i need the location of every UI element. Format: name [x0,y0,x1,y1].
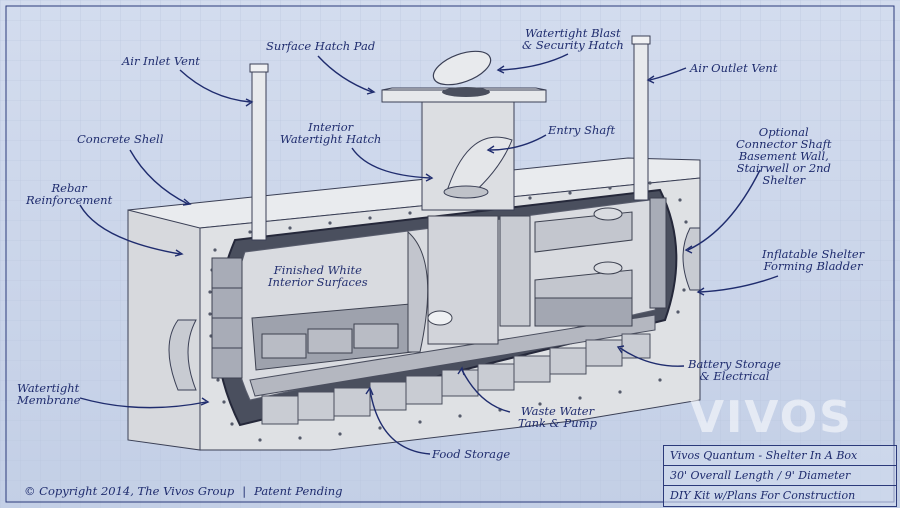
interior-hatch [447,136,513,197]
bunk-beds [534,207,633,327]
label-membrane-line2: Membrane [17,393,81,407]
label-air-outlet-vent: Air Outlet Vent [690,61,778,75]
title-block: Vivos Quantum - Shelter In A Box 30' Ove… [663,445,897,507]
label-connector-shaft: Optional Connector Shaft Basement Wall, … [736,126,832,186]
title-block-row2: 30' Overall Length / 9' Diameter [664,466,896,486]
label-bladder-line1: Inflatable Shelter [762,247,865,261]
label-rebar: Rebar Reinforcement [26,182,112,206]
label-entry-shaft: Entry Shaft [548,123,616,137]
label-finished-line1: Finished White [273,263,362,277]
label-waste-water: Waste Water Tank & Pump [518,405,597,429]
title-block-row1: Vivos Quantum - Shelter In A Box [664,446,896,466]
label-battery-line1: Battery Storage [688,357,781,371]
air-inlet-pipe [251,67,267,241]
leader-arrows [79,53,779,455]
footer-separator: | [242,484,247,498]
label-battery-line2: & Electrical [699,369,770,383]
label-connector-line2: Connector Shaft [736,137,832,151]
copyright-text: © Copyright 2014, The Vivos Group [24,484,235,498]
floor [249,314,656,397]
toilet [427,310,453,326]
air-outlet-pipe [633,39,649,201]
sofa [251,303,413,371]
patent-text: Patent Pending [254,484,343,498]
label-interior-hatch: Interior Watertight Hatch [280,121,381,145]
label-connector-line3: Basement Wall, [738,149,829,163]
label-surface-hatch-pad: Surface Hatch Pad [266,39,376,53]
left-connector-opening [168,319,197,391]
hatch-ring [443,185,489,199]
label-connector-line1: Optional [758,125,809,139]
label-concrete-shell: Concrete Shell [77,132,164,146]
label-interior-hatch-line2: Watertight Hatch [280,132,382,146]
air-outlet-cap [631,35,651,45]
label-connector-line5: Shelter [762,173,806,187]
label-watertight-membrane: Watertight Membrane [17,382,80,406]
label-waste-line2: Tank & Pump [518,416,597,430]
label-finished-line2: Interior Surfaces [268,275,368,289]
label-interior-hatch-line1: Interior [308,120,354,134]
label-bladder-line2: Forming Bladder [763,259,863,273]
label-finished-interior: Finished White Interior Surfaces [268,264,368,288]
vivos-watermark: VIVOS [690,392,853,443]
label-air-inlet-vent: Air Inlet Vent [122,54,200,68]
left-shelving [211,257,243,379]
label-food-storage: Food Storage [432,447,511,461]
label-blast-hatch-line2: & Security Hatch [522,38,624,52]
label-blast-hatch: Watertight Blast & Security Hatch [522,27,624,51]
storage-compartments [261,333,651,425]
shower-stall [499,215,531,327]
label-connector-line4: Stairwell or 2nd [736,161,831,175]
right-connector-opening [682,227,701,291]
label-waste-line1: Waste Water [520,404,595,418]
label-membrane-line1: Watertight [17,381,80,395]
label-rebar-line2: Reinforcement [26,193,113,207]
title-block-row3: DIY Kit w/Plans For Construction [670,489,856,502]
label-blast-hatch-line1: Watertight Blast [525,26,621,40]
air-inlet-cap [249,63,269,73]
footer: © Copyright 2014, The Vivos Group | Patent… [24,484,343,498]
label-inflatable-bladder: Inflatable Shelter Forming Bladder [762,248,864,272]
blast-hatch-lid [432,50,492,86]
right-shelving [649,197,667,309]
label-rebar-line1: Rebar [51,181,87,195]
label-battery-storage: Battery Storage & Electrical [688,358,781,382]
hatch-opening [442,87,490,97]
